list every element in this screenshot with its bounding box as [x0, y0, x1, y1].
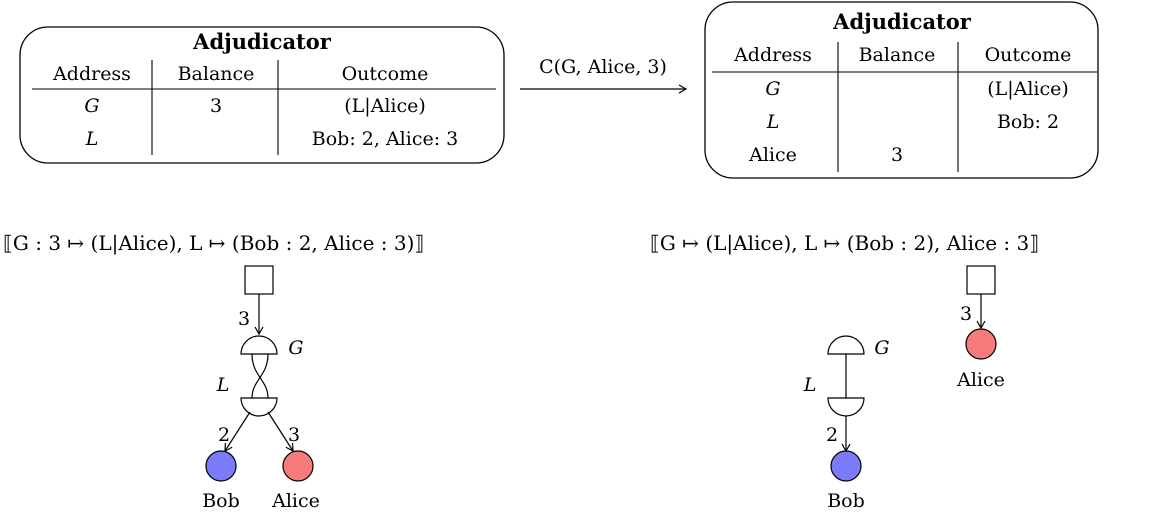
right-edge-bob-label: 2 — [826, 424, 838, 446]
left-edge-to-bob — [224, 411, 251, 453]
right-expression: ⟦G ↦ (L|Alice), L ↦ (Bob : 2), Alice : 3… — [650, 231, 1039, 256]
right-ledger-node — [827, 397, 865, 417]
left-ledger-label: L — [216, 374, 230, 396]
left-cross-edge-1 — [251, 353, 269, 399]
right-row-1-outcome: (L|Alice) — [987, 78, 1069, 100]
right-adjudicator-table: Adjudicator Address Balance Outcome G (L… — [704, 1, 1099, 179]
arrow-label: C(G, Alice, 3) — [539, 56, 667, 78]
left-ledger-node — [240, 397, 278, 417]
left-cross-edge-2 — [251, 353, 269, 399]
left-table-border — [19, 26, 505, 164]
right-header-outcome: Outcome — [985, 44, 1072, 66]
left-adjudicator-table: Adjudicator Address Balance Outcome G 3 … — [19, 26, 505, 164]
left-header-address: Address — [52, 63, 131, 85]
left-guarantee-node — [240, 335, 278, 355]
right-row-3-address: Alice — [748, 144, 797, 166]
transition-arrow: C(G, Alice, 3) — [520, 56, 688, 94]
left-deposit-label: 3 — [238, 308, 250, 330]
right-alice-node — [965, 328, 997, 360]
left-header-outcome: Outcome — [342, 63, 429, 85]
left-row-1-outcome: (L|Alice) — [344, 95, 426, 117]
left-graph: 3 G L 2 3 Bob Alice — [202, 265, 320, 512]
right-row-2-outcome: Bob: 2 — [997, 111, 1059, 133]
left-row-1-balance: 3 — [210, 95, 222, 117]
right-table-title: Adjudicator — [832, 9, 972, 34]
right-graph: G L 2 Bob 3 Alice — [803, 265, 1005, 512]
right-bob-node — [830, 450, 862, 482]
left-alice-label: Alice — [271, 490, 320, 512]
left-row-2-address: L — [85, 128, 99, 150]
left-row-1-address: G — [84, 95, 99, 117]
left-table-title: Adjudicator — [192, 29, 332, 54]
right-guarantee-label: G — [874, 337, 889, 359]
left-edge-to-alice — [267, 411, 294, 453]
right-row-3-balance: 3 — [891, 144, 903, 166]
right-deposit-label: 3 — [960, 303, 972, 325]
left-deposit-box — [244, 265, 274, 295]
left-row-2-outcome: Bob: 2, Alice: 3 — [312, 128, 458, 150]
right-ledger-label: L — [803, 374, 817, 396]
left-bob-node — [205, 450, 237, 482]
left-edge-alice-label: 3 — [288, 424, 300, 446]
left-edge-bob-label: 2 — [218, 424, 230, 446]
right-bob-label: Bob — [827, 490, 865, 512]
right-deposit-box — [966, 265, 996, 295]
right-guarantee-node — [827, 335, 865, 355]
left-expression: ⟦G : 3 ↦ (L|Alice), L ↦ (Bob : 2, Alice … — [3, 231, 424, 256]
left-bob-label: Bob — [202, 490, 240, 512]
right-row-1-address: G — [765, 78, 780, 100]
right-header-balance: Balance — [859, 44, 936, 66]
right-alice-label: Alice — [956, 369, 1005, 391]
right-header-address: Address — [733, 44, 812, 66]
right-row-2-address: L — [766, 111, 780, 133]
left-header-balance: Balance — [178, 63, 255, 85]
left-guarantee-label: G — [288, 337, 303, 359]
right-table-border — [704, 1, 1099, 179]
left-alice-node — [282, 450, 314, 482]
